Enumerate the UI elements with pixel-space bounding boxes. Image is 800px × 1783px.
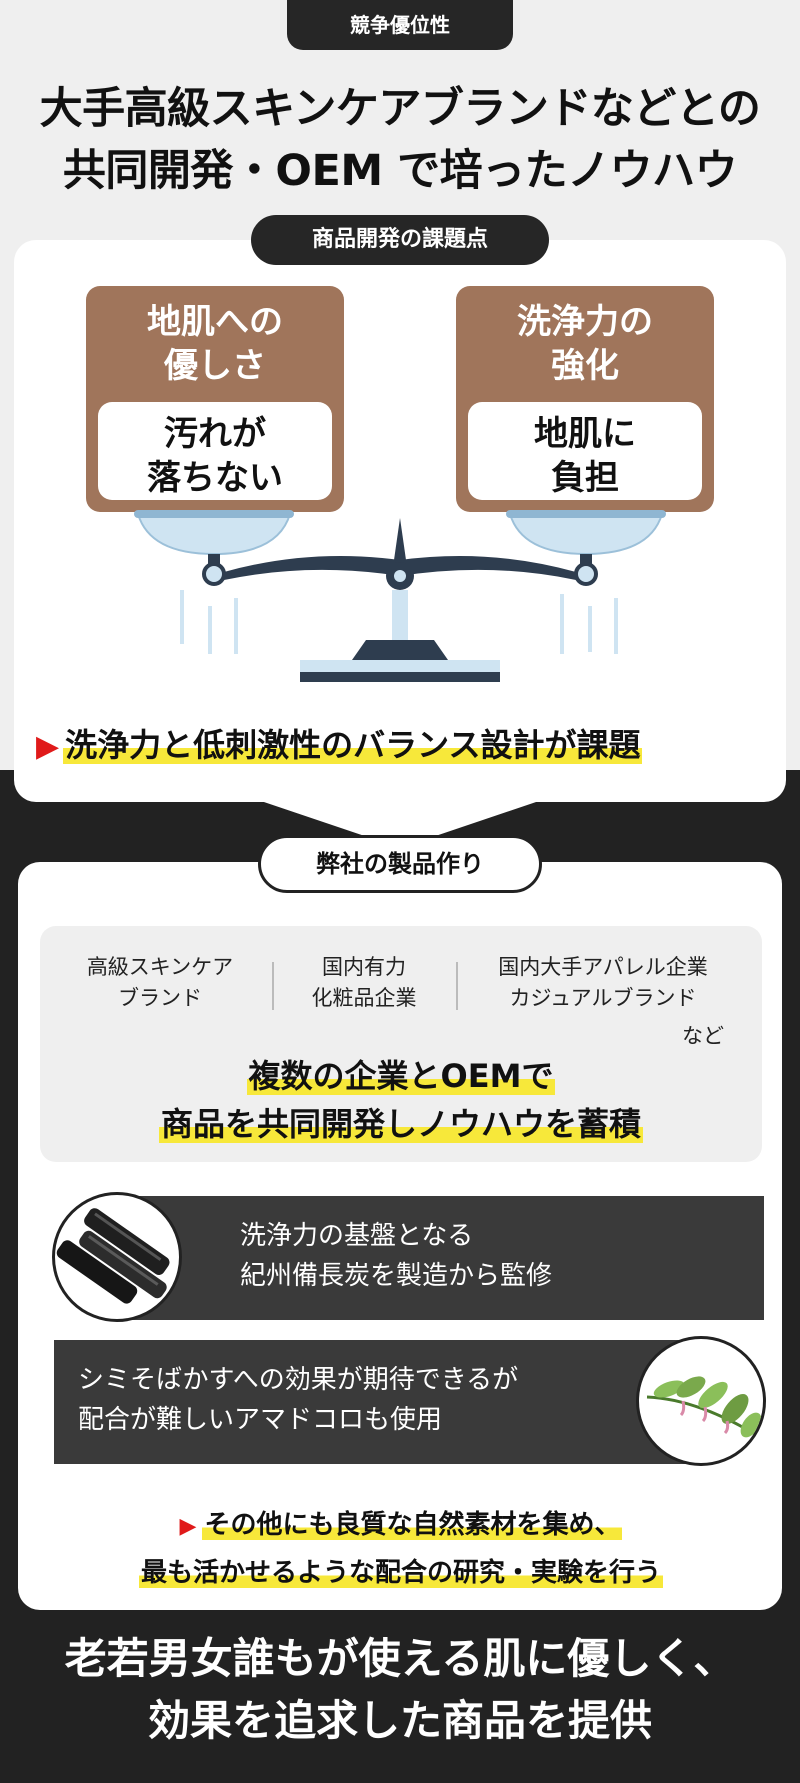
partner-line2: ブランド [118,986,202,1010]
charcoal-icon [56,1208,170,1304]
development-note-line1: その他にも良質な自然素材を集め、 [202,1510,623,1540]
partners-lead-line1: 複数の企業とOEMで [246,1057,556,1095]
partners-lead: 複数の企業とOEMで 商品を共同開発しノウハウを蓄積 [40,1052,762,1148]
issue-right-note-line2: 負担 [551,458,619,498]
development-chip: 弊社の製品作り [258,835,542,893]
closing-statement: 老若男女誰もが使える肌に優しく、 効果を追求した商品を提供 [0,1628,800,1752]
partner-line1: 国内有力 [322,955,406,979]
partner-item: 国内有力 化粧品企業 [282,952,446,1014]
category-chip: 競争優位性 [287,0,513,50]
issue-right-title-line2: 強化 [551,346,619,386]
issue-left-note-line2: 落ちない [147,458,283,498]
issue-left-note: 汚れが 落ちない [98,402,332,500]
play-triangle-icon: ▶ [36,729,60,764]
partner-item: 国内大手アパレル企業 カジュアルブランド [466,952,740,1014]
charcoal-image [52,1192,182,1322]
headline-line2: 共同開発・OEM で培ったノウハウ [62,146,738,196]
issue-conclusion-text: 洗浄力と低刺激性のバランス設計が課題 [63,726,643,764]
partner-item: 高級スキンケア ブランド [60,952,260,1014]
issues-chip: 商品開発の課題点 [251,215,549,265]
development-note: ▶その他にも良質な自然素材を集め、 最も活かせるような配合の研究・実験を行う [40,1502,762,1596]
issue-right-box: 洗浄力の 強化 地肌に 負担 [456,286,714,512]
issue-right-note: 地肌に 負担 [468,402,702,500]
issue-right-note-line1: 地肌に [534,414,636,454]
partners-panel: 高級スキンケア ブランド 国内有力 化粧品企業 国内大手アパレル企業 カジュアル… [40,926,762,1162]
partner-line2: 化粧品企業 [311,986,417,1010]
balance-scale-illustration [134,510,666,682]
issue-left-title-line2: 優しさ [164,346,266,386]
partners-suffix: など [682,1024,724,1048]
feature-amadokoro-line2: 配合が難しいアマドコロも使用 [78,1405,443,1435]
feature-charcoal-line2: 紀州備長炭を製造から監修 [240,1261,553,1291]
partners-lead-line2: 商品を共同開発しノウハウを蓄積 [158,1105,643,1143]
issue-right-title-line1: 洗浄力の [517,302,653,342]
headline-line1: 大手高級スキンケアブランドなどとの [39,84,761,134]
divider [272,962,274,1010]
closing-line2: 効果を追求した商品を提供 [147,1696,652,1745]
divider [456,962,458,1010]
issue-right-title: 洗浄力の 強化 [456,300,714,388]
amadokoro-image [636,1336,766,1466]
closing-line1: 老若男女誰もが使える肌に優しく、 [64,1634,736,1683]
feature-charcoal: 洗浄力の基盤となる 紀州備長炭を製造から監修 [110,1196,764,1320]
feature-amadokoro-line1: シミそばかすへの効果が期待できるが [78,1365,519,1395]
partner-line1: 高級スキンケア [86,955,234,979]
partner-line1: 国内大手アパレル企業 [498,955,708,979]
issue-left-note-line1: 汚れが [164,414,266,454]
issue-conclusion: ▶洗浄力と低刺激性のバランス設計が課題 [36,722,776,770]
issue-left-title: 地肌への 優しさ [86,300,344,388]
development-note-line2: 最も活かせるような配合の研究・実験を行う [138,1558,663,1588]
issue-left-box: 地肌への 優しさ 汚れが 落ちない [86,286,344,512]
partner-line2: カジュアルブランド [509,986,697,1010]
play-triangle-icon: ▶ [179,1514,197,1539]
headline: 大手高級スキンケアブランドなどとの 共同開発・OEM で培ったノウハウ [0,78,800,202]
feature-amadokoro: シミそばかすへの効果が期待できるが 配合が難しいアマドコロも使用 [54,1340,694,1464]
feature-charcoal-line1: 洗浄力の基盤となる [240,1221,474,1251]
plant-icon [646,1376,763,1441]
issue-left-title-line1: 地肌への [147,302,283,342]
